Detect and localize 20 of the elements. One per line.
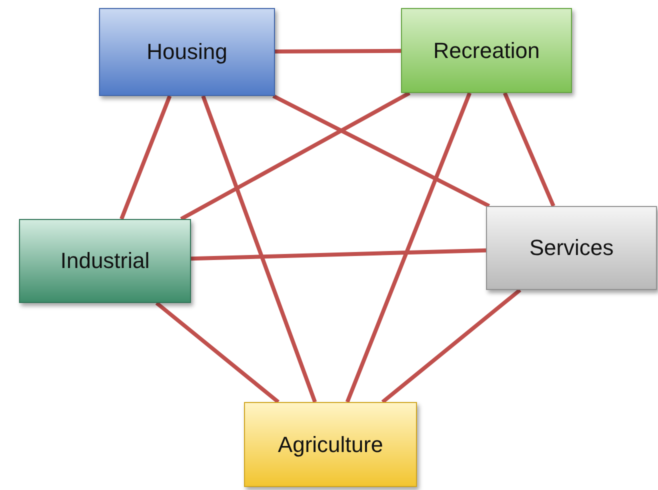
connector-line [345, 92, 472, 403]
connector-line [201, 95, 317, 403]
category-box [19, 219, 191, 303]
box-label: Industrial [60, 248, 150, 274]
connector-line [381, 288, 522, 404]
box-label: Housing [146, 39, 228, 65]
box-label: Agriculture [278, 432, 384, 458]
box-label: Services [529, 235, 614, 261]
category-box [401, 8, 572, 93]
connector-line [190, 248, 486, 261]
connector-line [272, 94, 490, 208]
box-label: Recreation [433, 38, 540, 64]
connector-line [274, 48, 401, 54]
connector-line [155, 301, 280, 404]
category-box [244, 402, 417, 487]
connector-line [502, 92, 556, 207]
connector-line [180, 91, 410, 221]
category-box [99, 8, 275, 96]
connector-line [120, 95, 172, 220]
category-box [486, 206, 657, 290]
